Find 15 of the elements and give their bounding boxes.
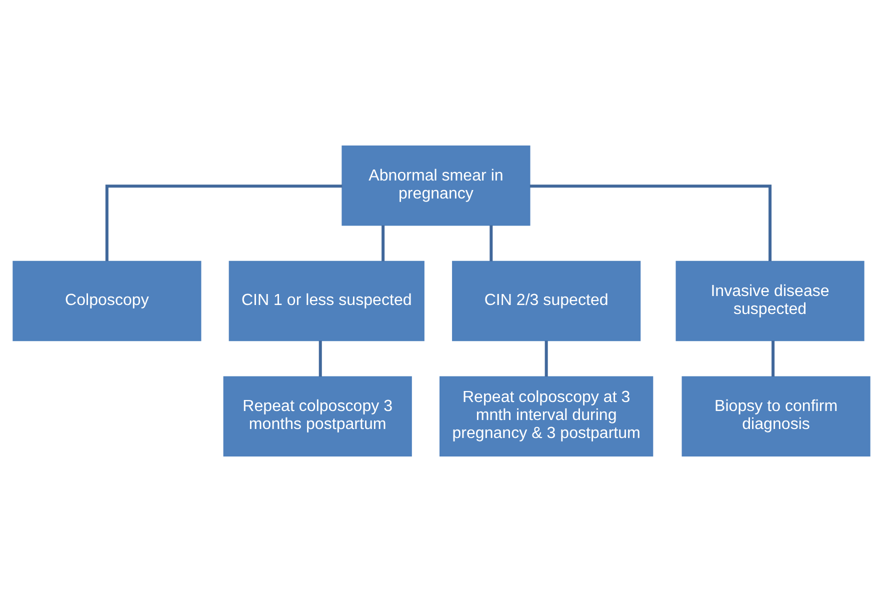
- connector: [382, 224, 385, 261]
- connector: [105, 184, 342, 261]
- node-box: Abnormal smear in pregnancy: [342, 145, 530, 226]
- node-box: CIN 2/3 supected: [452, 260, 641, 341]
- connector: [772, 340, 775, 376]
- node-box: Colposcopy: [12, 260, 202, 341]
- node-box: Repeat colposcopy at 3 mnth interval during pregnancy & 3 postpartum: [440, 376, 654, 456]
- connector: [530, 184, 772, 261]
- connector: [318, 340, 322, 376]
- node-box: Repeat colposcopy 3 months postpartum: [223, 376, 412, 456]
- node-box: Invasive disease suspected: [676, 260, 864, 341]
- node-box: Biopsy to confirm diagnosis: [682, 376, 870, 456]
- connector: [490, 224, 493, 261]
- connector: [544, 340, 548, 376]
- node-box: CIN 1 or less suspected: [228, 260, 424, 341]
